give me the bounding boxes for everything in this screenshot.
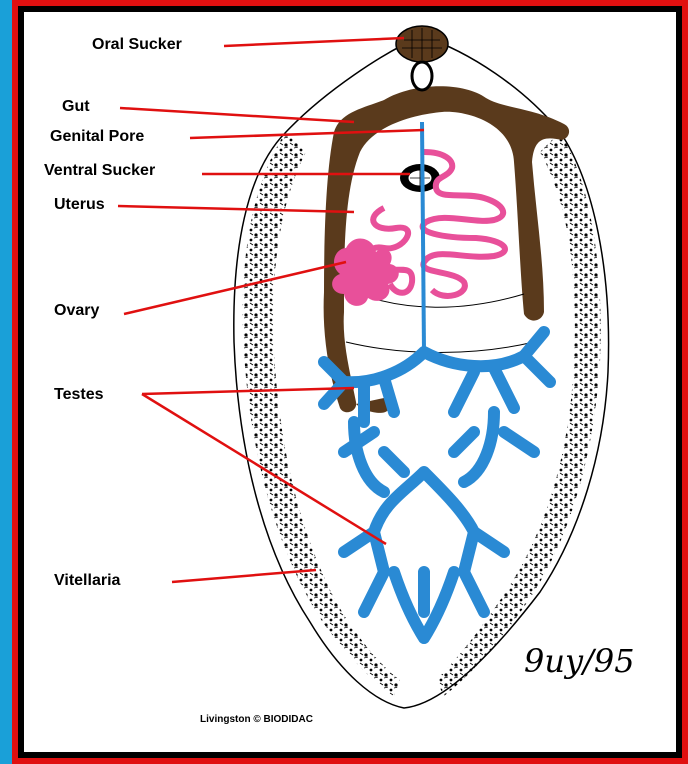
label-ovary: Ovary [54,302,99,320]
pharynx [412,62,432,90]
credit-line: Livingston © BIODIDAC [200,714,313,725]
label-gut: Gut [62,98,90,116]
label-vitellaria: Vitellaria [54,572,120,590]
label-testes: Testes [54,386,104,404]
fluke-diagram [24,12,676,752]
label-oral-sucker: Oral Sucker [92,36,182,54]
signature: 9uy/95 [524,642,635,680]
diagram-canvas: Oral Sucker Gut Genital Pore Ventral Suc… [24,12,676,752]
label-genital-pore: Genital Pore [50,128,144,146]
label-uterus: Uterus [54,196,105,214]
label-ventral-sucker: Ventral Sucker [44,162,155,180]
